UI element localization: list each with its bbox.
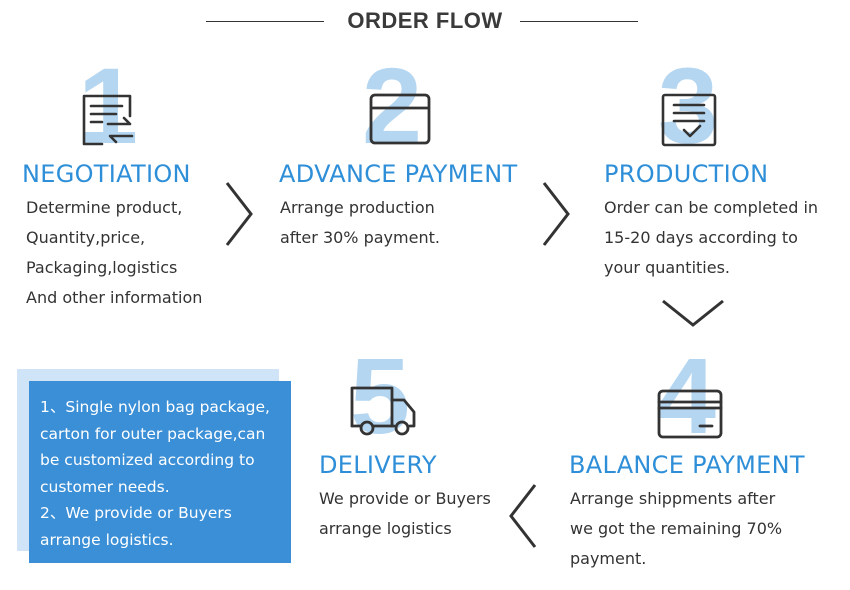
step-desc-balance-payment: Arrange shippments after we got the rema… (570, 484, 782, 574)
step-desc-delivery: We provide or Buyers arrange logistics (319, 484, 491, 544)
desc-line: 15-20 days according to (604, 228, 798, 247)
contract-exchange-icon (82, 94, 134, 146)
note-text: 1、Single nylon bag package, carton for o… (40, 394, 270, 553)
chevron-left-icon (509, 484, 537, 548)
desc-line: And other information (26, 288, 203, 307)
step-title-negotiation: NEGOTIATION (22, 160, 191, 188)
note-line: carton for outer package,can (40, 424, 266, 443)
checklist-document-icon (661, 93, 717, 147)
desc-line: Determine product, (26, 198, 183, 217)
chevron-right-icon (225, 182, 253, 246)
step-desc-production: Order can be completed in 15-20 days acc… (604, 193, 818, 283)
credit-card-icon (657, 389, 723, 439)
note-line: customer needs. (40, 477, 170, 496)
note-line: be customized according to (40, 451, 255, 469)
desc-line: Arrange shippments after (570, 489, 776, 508)
step-number-4: 4 (656, 335, 717, 456)
step-title-delivery: DELIVERY (319, 451, 437, 479)
note-line: 1、Single nylon bag package, (40, 398, 270, 416)
chevron-down-icon (662, 299, 724, 327)
desc-line: after 30% payment. (280, 228, 440, 247)
desc-line: payment. (570, 549, 647, 568)
desc-line: Order can be completed in (604, 198, 819, 217)
chevron-right-icon (542, 182, 570, 246)
desc-line: Quantity,price, (26, 228, 146, 247)
title-rule-right (520, 21, 638, 22)
desc-line: Arrange production (280, 198, 435, 217)
step-number-5: 5 (350, 335, 411, 456)
desc-line: Packaging,logistics (26, 258, 178, 277)
desc-line: your quantities. (604, 258, 731, 277)
note-line: 2、We provide or Buyers (40, 504, 232, 522)
step-title-balance-payment: BALANCE PAYMENT (569, 451, 805, 479)
desc-line: we got the remaining 70% (570, 519, 783, 538)
title-rule-left (206, 21, 324, 22)
page-title: ORDER FLOW (347, 8, 503, 33)
step-title-advance-payment: ADVANCE PAYMENT (279, 160, 518, 188)
browser-window-icon (369, 93, 431, 145)
note-line: arrange logistics. (40, 530, 174, 549)
step-desc-advance-payment: Arrange production after 30% payment. (280, 193, 440, 253)
desc-line: arrange logistics (319, 519, 452, 538)
step-title-production: PRODUCTION (604, 160, 769, 188)
note-box (29, 381, 291, 563)
delivery-truck-icon (350, 386, 416, 436)
desc-line: We provide or Buyers (319, 489, 491, 508)
step-desc-negotiation: Determine product, Quantity,price, Packa… (26, 193, 202, 313)
